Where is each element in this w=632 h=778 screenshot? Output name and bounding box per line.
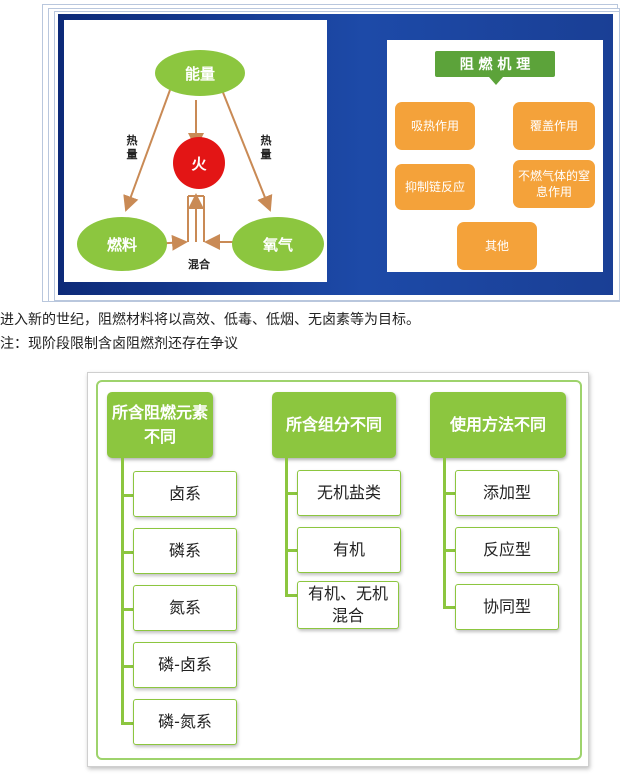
column-header-elements: 所含阻燃元素不同 <box>107 392 213 458</box>
oxygen-node: 氧气 <box>232 217 324 271</box>
list-item-phosphorus-halogen: 磷-卤系 <box>133 642 237 688</box>
mechanism-item-suffocate: 不燃气体的窒息作用 <box>513 160 595 208</box>
caption-line-1: 进入新的世纪，阻燃材料将以高效、低毒、低烟、无卤素等为目标。 <box>0 312 420 328</box>
column-header-usage: 使用方法不同 <box>430 392 566 458</box>
caption-line-2: 注：现阶段限制含卤阻燃剂还存在争议 <box>0 336 238 352</box>
list-item-synergistic: 协同型 <box>455 584 559 630</box>
branch-line <box>121 551 133 554</box>
branch-line <box>443 492 455 495</box>
column-line-usage <box>443 458 446 608</box>
energy-node: 能量 <box>155 50 245 96</box>
list-item-organic: 有机 <box>297 527 401 573</box>
mechanism-item-cover: 覆盖作用 <box>513 102 595 150</box>
list-item-inorganic-salt: 无机盐类 <box>297 470 401 516</box>
branch-line <box>443 549 455 552</box>
list-item-nitrogen: 氮系 <box>133 585 237 631</box>
fuel-node: 燃料 <box>77 217 167 271</box>
list-item-halogen: 卤系 <box>133 471 237 517</box>
list-item-additive: 添加型 <box>455 470 559 516</box>
heat-label-right: 热量 <box>260 134 272 161</box>
column-line-elements <box>121 458 124 723</box>
branch-line <box>285 549 297 552</box>
mix-label: 混合 <box>188 258 210 271</box>
mechanism-title: 阻 燃 机 理 <box>435 51 555 77</box>
branch-line <box>443 606 455 609</box>
list-item-phosphorus: 磷系 <box>133 528 237 574</box>
branch-line <box>121 665 133 668</box>
column-line-components <box>285 458 288 595</box>
list-item-mixed: 有机、无机混合 <box>297 581 399 629</box>
list-item-phosphorus-nitrogen: 磷-氮系 <box>133 699 237 745</box>
column-header-components: 所含组分不同 <box>272 392 396 458</box>
branch-line <box>285 594 297 597</box>
heat-label-left: 热量 <box>126 134 138 161</box>
fire-node: 火 <box>173 137 225 189</box>
mechanism-item-chain-inhibit: 抑制链反应 <box>395 164 475 210</box>
mechanism-item-other: 其他 <box>457 222 537 270</box>
list-item-reactive: 反应型 <box>455 527 559 573</box>
branch-line <box>121 494 133 497</box>
mechanism-item-heat-absorb: 吸热作用 <box>395 102 475 150</box>
mechanism-arrow-icon <box>489 77 503 85</box>
branch-line <box>285 492 297 495</box>
branch-line <box>121 722 133 725</box>
branch-line <box>121 608 133 611</box>
